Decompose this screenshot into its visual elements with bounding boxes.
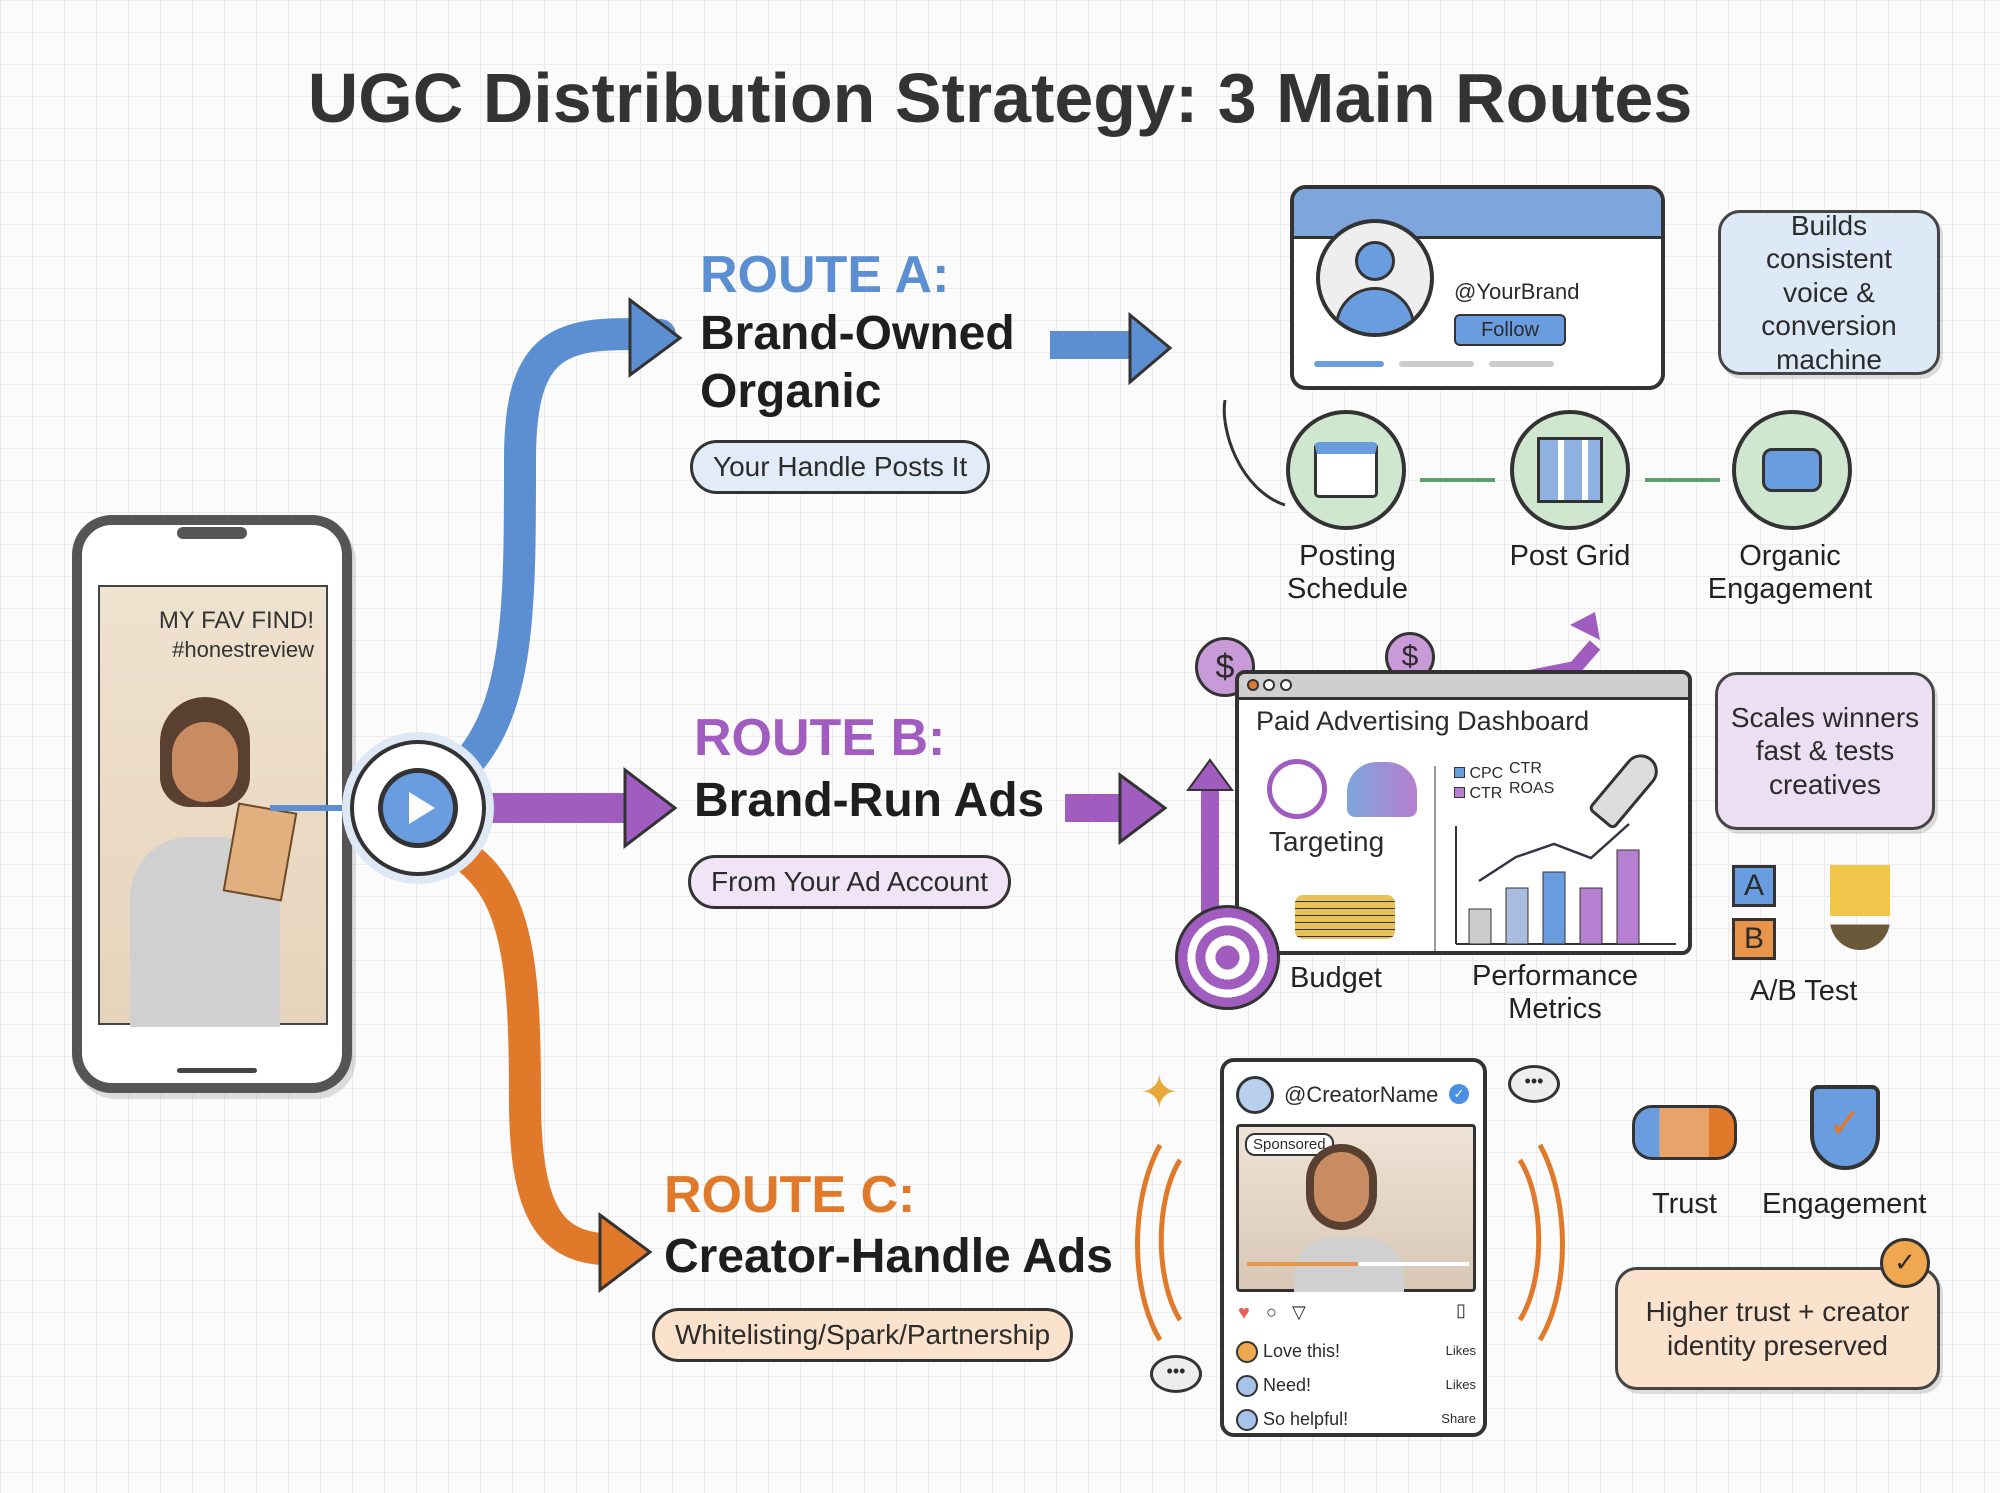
sparkle-icon: ✦ — [1140, 1066, 1179, 1118]
route-a-name-line1: Brand-Owned — [700, 307, 1015, 360]
ab-variant-b: B — [1732, 918, 1776, 960]
route-a-arrow — [454, 318, 676, 776]
creator-avatar — [1236, 1076, 1274, 1114]
share-icon[interactable]: ▽ — [1292, 1302, 1306, 1322]
follow-button[interactable]: Follow — [1454, 314, 1566, 346]
bar — [1505, 887, 1529, 945]
speech-bubble-icon: ••• — [1150, 1355, 1202, 1393]
legend-extra: CTR ROAS — [1509, 759, 1554, 799]
comment-text: Need! — [1263, 1375, 1312, 1395]
ad-dashboard-window: Paid Advertising Dashboard Targeting CPC… — [1235, 670, 1692, 955]
bar — [1542, 871, 1566, 945]
bar — [1579, 887, 1603, 945]
verified-badge-icon: ✓ — [1449, 1084, 1469, 1104]
comment-icon[interactable]: ○ — [1266, 1302, 1277, 1322]
post-grid-icon — [1510, 410, 1630, 530]
route-b-pill: From Your Ad Account — [688, 855, 1012, 909]
chat-bubbles-icon — [1732, 410, 1852, 530]
video-progress-bar[interactable] — [1247, 1262, 1469, 1266]
comment-row: Love this! Likes — [1236, 1334, 1476, 1368]
bar — [1616, 849, 1640, 945]
comment-text: Love this! — [1263, 1341, 1341, 1361]
route-c-benefit: Higher trust + creator identity preserve… — [1615, 1267, 1940, 1390]
route-c-arrow — [454, 844, 636, 1266]
comment-list: Love this! Likes Need! Likes So helpful! Sh… — [1236, 1334, 1476, 1436]
route-b-name: Brand-Run Ads — [694, 774, 1045, 827]
legend-extra-roas: ROAS — [1509, 780, 1555, 797]
comment-text: So helpful! — [1263, 1409, 1349, 1429]
shield-check-icon: ✓ — [1810, 1085, 1880, 1170]
route-a-arrowhead — [628, 296, 683, 378]
performance-chart — [1455, 823, 1676, 945]
route-a-name: Brand-Owned Organic — [700, 305, 1015, 420]
route-b-benefit: Scales winners fast & tests creatives — [1715, 672, 1935, 830]
sponsored-video[interactable]: Sponsored — [1236, 1124, 1476, 1292]
comment-action[interactable]: Likes — [1445, 1343, 1476, 1358]
comment-action[interactable]: Share — [1441, 1411, 1476, 1426]
page-title: UGC Distribution Strategy: 3 Main Routes — [307, 59, 1693, 137]
bar — [1468, 908, 1492, 945]
route-a-name-line2: Organic — [700, 364, 882, 418]
comment-action[interactable]: Likes — [1445, 1377, 1476, 1392]
route-a-benefit: Builds consistent voice & conversion mac… — [1718, 210, 1940, 375]
step-organic-engagement: Organic Engagement — [1707, 540, 1873, 606]
legend: CPC CTR — [1454, 764, 1503, 804]
heart-icon[interactable]: ♥ — [1238, 1302, 1250, 1324]
audience-icon — [1347, 762, 1417, 817]
trend-line — [1478, 823, 1630, 883]
route-c-arrowhead — [598, 1212, 653, 1294]
dashboard-title: Paid Advertising Dashboard — [1256, 706, 1590, 736]
creator-illustration — [130, 697, 298, 1027]
route-a-label: ROUTE A: — [700, 246, 950, 304]
targeting-label: Targeting — [1269, 826, 1385, 857]
budget-label: Budget — [1290, 962, 1382, 994]
route-a-pill: Your Handle Posts It — [690, 440, 991, 494]
route-c-pill: Whitelisting/Spark/Partnership — [652, 1308, 1074, 1362]
engagement-label: Engagement — [1762, 1188, 1927, 1220]
comment-row: So helpful! Share — [1236, 1402, 1476, 1436]
step-post-grid: Post Grid — [1509, 540, 1631, 572]
step-posting-schedule: Posting Schedule — [1287, 540, 1408, 606]
legend-ctr: CTR — [1469, 785, 1503, 802]
route-c-label: ROUTE C: — [664, 1166, 916, 1224]
award-badge-icon: ✓ — [1880, 1238, 1930, 1288]
route-b-arrowhead — [623, 766, 678, 850]
creator-handle: @CreatorName — [1284, 1082, 1439, 1107]
creator-post-card: @CreatorName ✓ Sponsored ♥ ○ ▽ ▯ Love th… — [1220, 1058, 1487, 1437]
caption-text: MY FAV FIND! — [158, 607, 314, 634]
legend-extra-ctr: CTR — [1509, 760, 1542, 777]
route-b-label: ROUTE B: — [694, 709, 946, 767]
profile-avatar — [1316, 219, 1434, 337]
route-c-name: Creator-Handle Ads — [664, 1230, 1113, 1283]
trust-label: Trust — [1652, 1188, 1717, 1220]
ab-test-label: A/B Test — [1750, 975, 1858, 1007]
phone-notch — [177, 527, 247, 539]
trophy-icon — [1830, 865, 1890, 950]
ab-variant-a: A — [1732, 865, 1776, 907]
speech-bubble-icon: ••• — [1508, 1065, 1560, 1103]
targeting-crosshair-icon — [1267, 759, 1327, 819]
coins-icon — [1295, 895, 1395, 939]
legend-cpc: CPC — [1469, 765, 1504, 782]
play-icon — [378, 768, 458, 848]
handshake-icon — [1632, 1105, 1737, 1160]
performance-metrics-label: Performance Metrics — [1471, 960, 1638, 1026]
hashtag-text: #honestreview — [172, 637, 314, 662]
play-button[interactable] — [350, 740, 486, 876]
sponsored-badge: Sponsored — [1245, 1133, 1334, 1156]
brand-profile-card: @YourBrand Follow — [1290, 185, 1665, 390]
brand-handle: @YourBrand — [1454, 279, 1580, 304]
comment-row: Need! Likes — [1236, 1368, 1476, 1402]
bookmark-icon[interactable]: ▯ — [1456, 1300, 1466, 1320]
posting-schedule-icon — [1286, 410, 1406, 530]
bullseye-target-icon — [1175, 905, 1280, 1010]
